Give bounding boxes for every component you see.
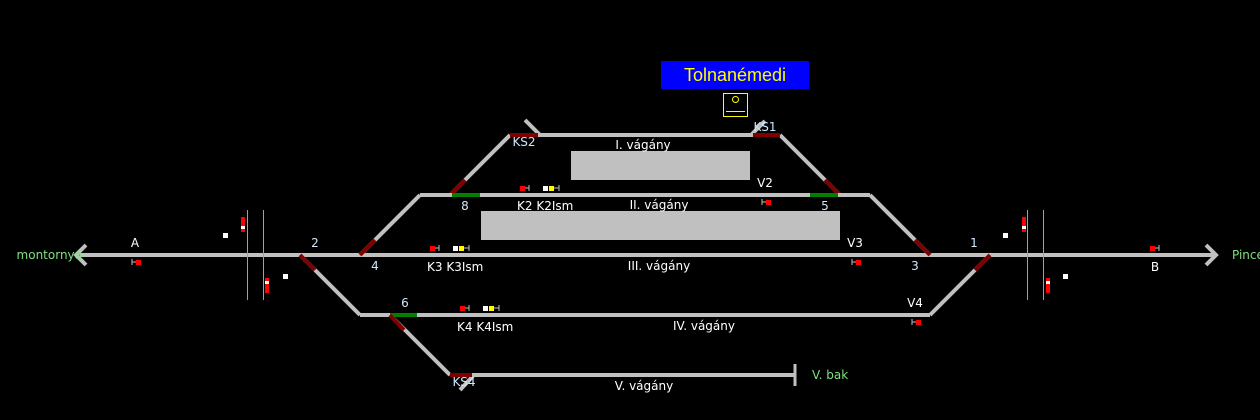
track-label-ii: II. vágány — [630, 198, 689, 212]
buffer-label: V. bak — [812, 368, 848, 382]
track-ii[interactable] — [358, 193, 932, 257]
platform-2 — [481, 211, 840, 240]
track-label-iii: III. vágány — [628, 259, 690, 273]
switch-6: 6 — [401, 296, 409, 310]
signal-label-b: B — [1151, 260, 1159, 274]
signal-a[interactable] — [131, 259, 141, 265]
signal-v3[interactable] — [851, 259, 861, 265]
track-label-iv: IV. vágány — [673, 319, 735, 333]
signal-v2[interactable] — [761, 199, 771, 205]
signal-label-v3: V3 — [847, 236, 863, 250]
station-building-icon[interactable] — [723, 93, 748, 117]
signal-k2[interactable] — [520, 185, 560, 191]
boundary-left — [247, 210, 264, 300]
signal-b[interactable] — [1150, 245, 1160, 251]
switch-5: 5 — [821, 199, 829, 213]
signal-k4[interactable] — [460, 305, 500, 311]
signal-label-k2: K2 K2Ism — [517, 199, 573, 213]
derailer-ks2: KS2 — [512, 135, 535, 149]
signal-label-k4: K4 K4Ism — [457, 320, 513, 334]
platform-1 — [571, 151, 750, 180]
switch-8: 8 — [461, 199, 469, 213]
direction-left: montornya — [17, 248, 82, 262]
track-v[interactable] — [388, 313, 797, 392]
barrier-signal-icon — [223, 217, 1068, 293]
station-name[interactable]: Tolnanémedi — [661, 61, 809, 89]
direction-right: Pince — [1232, 248, 1260, 262]
switch-1: 1 — [970, 236, 978, 250]
switch-2: 2 — [311, 236, 319, 250]
signal-label-v4: V4 — [907, 296, 923, 310]
signal-k3[interactable] — [430, 245, 470, 251]
track-i[interactable] — [448, 118, 842, 197]
derailer-ks4: KS4 — [452, 375, 475, 389]
signal-v4[interactable] — [911, 319, 921, 325]
signal-label-v2: V2 — [757, 176, 773, 190]
switch-4: 4 — [371, 259, 379, 273]
derailer-ks1: KS1 — [753, 120, 776, 134]
signal-label-k3: K3 K3Ism — [427, 260, 483, 274]
boundary-right — [1027, 210, 1044, 300]
signal-label-a: A — [131, 236, 140, 250]
track-label-i: I. vágány — [615, 138, 670, 152]
track-label-v: V. vágány — [615, 379, 673, 393]
track-iv[interactable] — [298, 253, 992, 317]
switch-3: 3 — [911, 259, 919, 273]
track-main[interactable] — [73, 243, 1219, 267]
